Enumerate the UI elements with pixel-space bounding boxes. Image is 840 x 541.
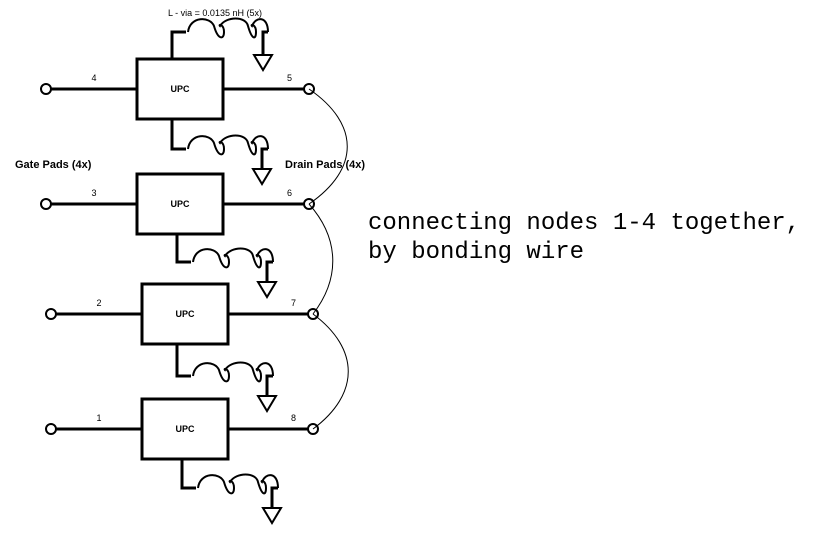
ground-icon xyxy=(256,281,278,299)
gate-pads-label: Gate Pads (4x) xyxy=(15,159,92,171)
upc-block-label: UPC xyxy=(175,309,195,319)
upc-block xyxy=(135,57,225,121)
via-lead xyxy=(175,234,191,264)
drain-node-label: 7 xyxy=(291,298,296,308)
gate-node-label: 4 xyxy=(92,73,97,83)
inductor-coil xyxy=(192,361,274,383)
inductor-coil xyxy=(192,247,274,269)
gate-node-label: 3 xyxy=(92,188,97,198)
bonding-wire-segment xyxy=(312,313,349,430)
drain-node-label: 8 xyxy=(291,413,296,423)
upc-block xyxy=(140,397,230,461)
ground-icon xyxy=(251,168,273,186)
drain-pads-label: Drain Pads (4x) xyxy=(285,159,365,171)
gate-pad xyxy=(45,423,57,435)
upc-block xyxy=(135,172,225,236)
inductor-coil xyxy=(197,473,279,495)
via-lead-ground xyxy=(270,486,278,508)
gate-node-label: 1 xyxy=(97,413,102,423)
via-lead-ground xyxy=(265,374,273,396)
drain-node-label: 6 xyxy=(287,188,292,198)
via-lead xyxy=(170,119,186,151)
upc-block-label: UPC xyxy=(170,84,190,94)
ground-icon xyxy=(261,507,283,525)
gate-pad xyxy=(40,83,52,95)
gate-pad xyxy=(40,198,52,210)
upc-block-label: UPC xyxy=(170,199,190,209)
inductor-note: L - via = 0.0135 nH (5x) xyxy=(168,8,262,18)
annotation-line-2: by bonding wire xyxy=(368,239,585,266)
via-inductors xyxy=(170,17,283,525)
inductor-coil xyxy=(187,134,269,156)
via-lead-ground xyxy=(261,30,268,55)
via-lead xyxy=(175,344,191,378)
upc-block-label: UPC xyxy=(175,424,195,434)
bonding-wire-segment xyxy=(308,203,334,315)
ground-icon xyxy=(256,395,278,413)
bonding-wire-segment xyxy=(308,88,348,205)
via-lead xyxy=(180,459,196,490)
ground-icon xyxy=(252,54,274,72)
gate-node-label: 2 xyxy=(97,298,102,308)
inductor-coil xyxy=(187,17,269,39)
drain-node-label: 5 xyxy=(287,73,292,83)
upc-block xyxy=(140,282,230,346)
via-lead xyxy=(170,30,186,59)
via-lead-ground xyxy=(260,147,268,169)
via-lead-ground xyxy=(265,260,273,282)
gate-pad xyxy=(45,308,57,320)
bonding-wire xyxy=(308,88,349,430)
annotation-line-1: connecting nodes 1-4 together, xyxy=(368,210,801,237)
annotation-text: connecting nodes 1-4 together, by bondin… xyxy=(368,209,800,267)
